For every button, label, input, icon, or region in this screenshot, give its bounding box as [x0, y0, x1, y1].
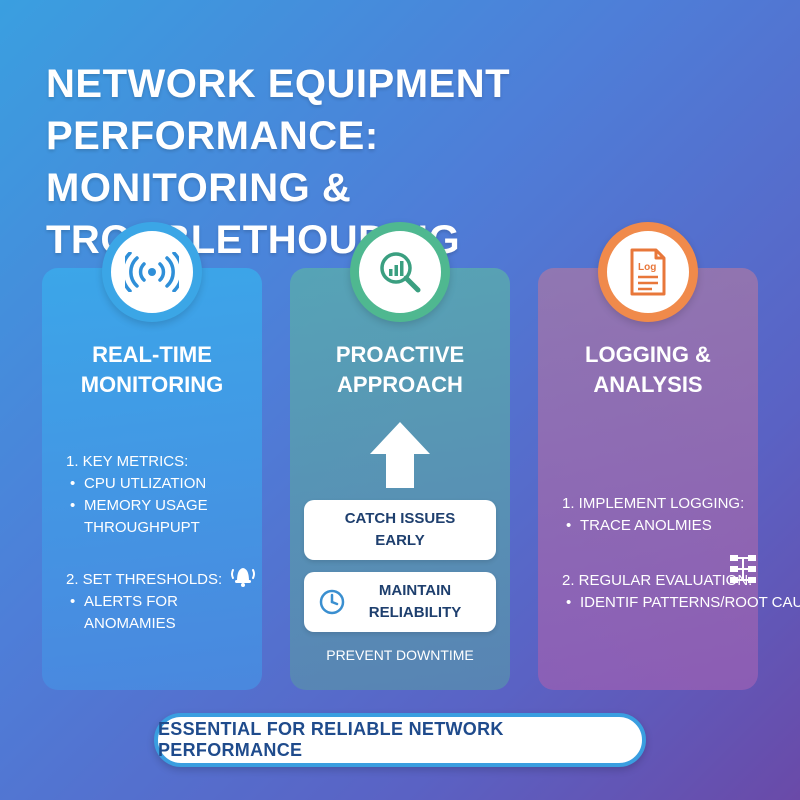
- list-item: ALERTS FOR ANOMAMIES: [66, 591, 262, 635]
- card-1-heading-line-2: MONITORING: [80, 372, 224, 397]
- card-1-heading-line-1: REAL-TIME: [92, 342, 212, 367]
- card-proactive-approach: PROACTIVE APPROACH CATCH ISSUES EARLY MA…: [290, 222, 510, 690]
- footer-banner: ESSENTIAL FOR RELIABLE NETWORK PERFORMAN…: [154, 713, 646, 767]
- catch-issues-box: CATCH ISSUES EARLY: [304, 500, 496, 560]
- prevent-downtime-label: PREVENT DOWNTIME: [326, 647, 474, 663]
- set-thresholds-label: 2. SET THRESHOLDS:: [66, 571, 223, 588]
- log-icon-label: Log: [638, 262, 656, 273]
- log-document-icon: Log: [630, 248, 666, 296]
- catch-issues-line-2: EARLY: [375, 532, 425, 549]
- card-2-badge: [350, 222, 450, 322]
- card-real-time-monitoring: REAL-TIME MONITORING 1. KEY METRICS: CPU…: [42, 222, 262, 690]
- list-item: THROUGHPUPT: [84, 519, 200, 536]
- list-item: MEMORY USAGE: [66, 495, 208, 517]
- footer-text: ESSENTIAL FOR RELIABLE NETWORK PERFORMAN…: [158, 719, 504, 760]
- catch-issues-line-1: CATCH ISSUES: [344, 510, 456, 527]
- card-logging-analysis: Log LOGGING & ANALYSIS 1. IMPLEMENT LOGG…: [538, 222, 800, 690]
- card-2-heading: PROACTIVE APPROACH: [290, 340, 510, 400]
- up-arrow-icon: [370, 422, 430, 488]
- network-nodes-icon: [730, 555, 756, 583]
- card-2-heading-line-2: APPROACH: [337, 372, 463, 397]
- bell-alert-icon: [231, 568, 255, 587]
- key-metrics-label: 1. KEY METRICS:: [66, 453, 189, 470]
- thresholds-list: 2. SET THRESHOLDS: ALERTS FOR ANOMAMIES: [66, 569, 262, 635]
- maintain-line-2: RELIABILITY: [368, 604, 462, 621]
- list-item: CPU UTLIZATION: [66, 473, 208, 495]
- card-2-heading-line-1: PROACTIVE: [335, 342, 465, 367]
- card-3-heading-line-2: ANALYSIS: [593, 372, 703, 397]
- implement-logging-label: 1. IMPLEMENT LOGGING:: [562, 495, 745, 512]
- signal-waves-icon: [125, 252, 179, 292]
- regular-evaluation-label: 2. REGULAR EVALUATION:: [562, 572, 753, 589]
- list-item: IDENTIF PATTERNS/ROOT CAUSES: [562, 592, 800, 614]
- maintain-reliability-box: MAINTAIN RELIABILITY: [304, 572, 496, 632]
- card-3-heading-line-1: LOGGING &: [585, 342, 711, 367]
- card-3-badge: Log: [598, 222, 698, 322]
- chart-magnifier-icon: [380, 252, 421, 293]
- regular-evaluation-list: 2. REGULAR EVALUATION: IDENTIF PATTERNS/…: [562, 570, 800, 614]
- list-item: TRACE ANOLMIES: [562, 515, 744, 537]
- clock-icon: [319, 589, 345, 615]
- card-3-heading: LOGGING & ANALYSIS: [538, 340, 758, 400]
- card-1-heading: REAL-TIME MONITORING: [42, 340, 262, 400]
- implement-logging-list: 1. IMPLEMENT LOGGING: TRACE ANOLMIES: [562, 493, 744, 537]
- card-1-badge: [102, 222, 202, 322]
- key-metrics-list: 1. KEY METRICS: CPU UTLIZATION MEMORY US…: [66, 451, 208, 539]
- maintain-line-1: MAINTAIN: [378, 582, 452, 599]
- title-line-1: NETWORK EQUIPMENT PERFORMANCE:: [46, 62, 511, 158]
